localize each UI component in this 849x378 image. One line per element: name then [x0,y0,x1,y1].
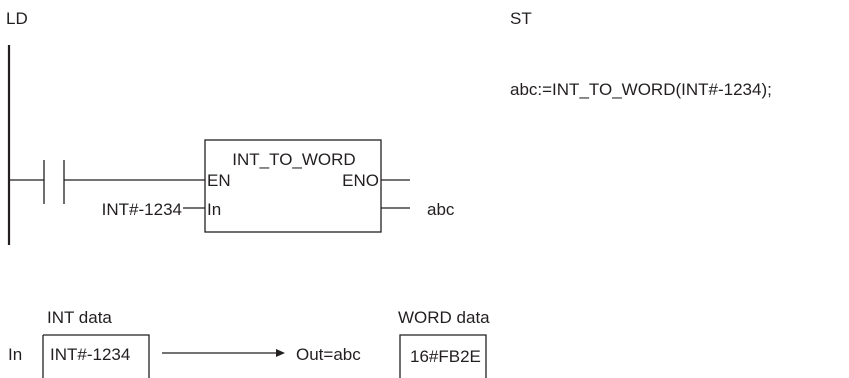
pin-en-label: EN [207,171,231,190]
st-label: ST [510,9,532,28]
pin-eno-label: ENO [342,171,379,190]
arrow-head-icon [276,349,285,357]
conversion-out-label: Out=abc [296,345,361,364]
conversion-in-label: In [8,345,22,364]
source-value: INT#-1234 [50,345,130,364]
st-statement: abc:=INT_TO_WORD(INT#-1234); [510,80,772,99]
source-type-label: INT data [47,308,112,327]
function-block-name: INT_TO_WORD [232,150,355,169]
source-box [43,334,150,378]
function-block [204,139,382,233]
input-value-label: INT#-1234 [102,200,182,219]
output-variable-label: abc [427,200,455,219]
pin-in-label: In [207,200,221,219]
ld-label: LD [6,9,28,28]
contact-symbol [43,160,65,204]
target-value: 16#FB2E [410,347,481,366]
target-box [399,334,487,378]
target-type-label: WORD data [398,308,490,327]
